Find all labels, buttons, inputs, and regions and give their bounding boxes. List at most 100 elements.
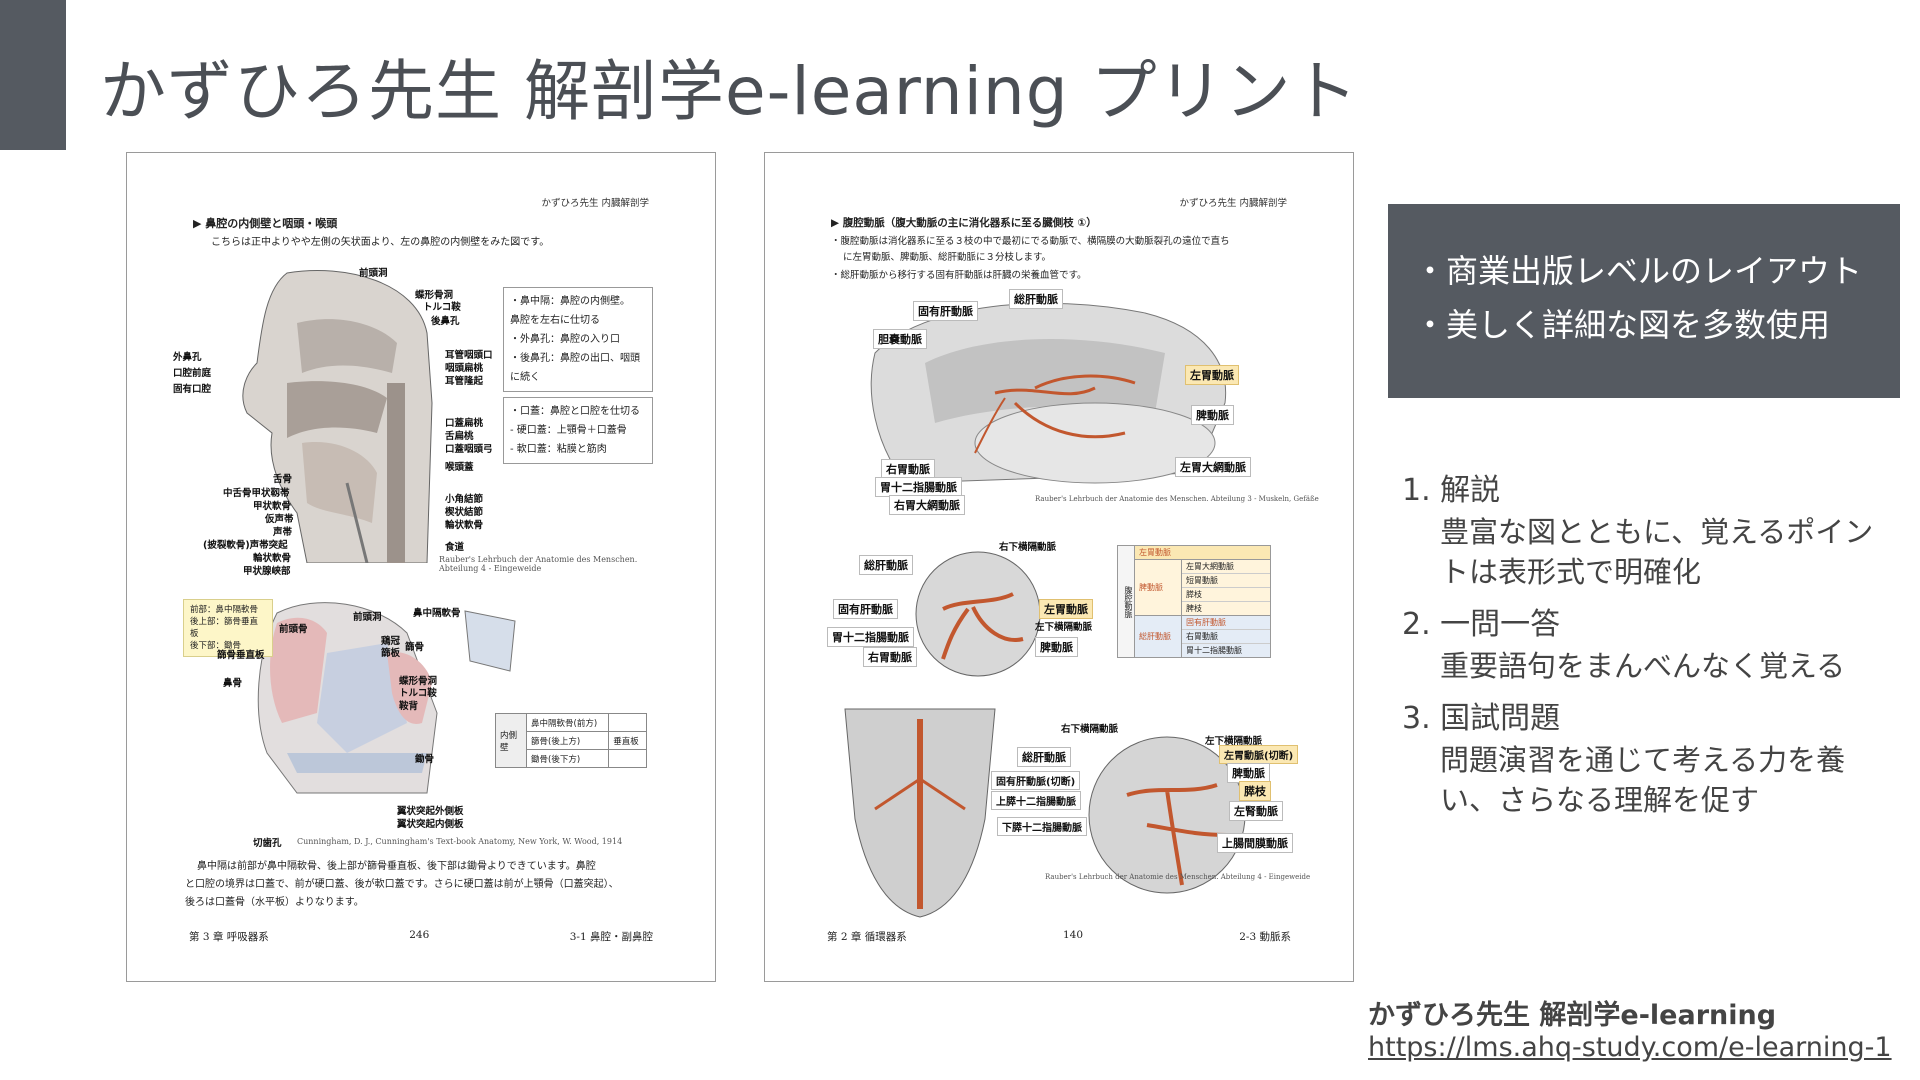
label-vocal-process: (披裂軟骨)声帯突起 (203, 540, 288, 551)
list-item-exam: 3. 国試問題 問題演習を通じて考える力を養 い、さらなる理解を促す (1402, 698, 1902, 820)
table-cell (608, 713, 647, 732)
callout-line: ・外鼻孔：鼻腔の入り口 (510, 334, 620, 345)
feature-highlight-box: ・商業出版レベルのレイアウト ・美しく詳細な図を多数使用 (1388, 204, 1900, 398)
figure-credit: Rauber's Lehrbuch der Anatomie des Mensc… (1035, 495, 1319, 503)
list-item-body: 豊富な図とともに、覚えるポイン (1440, 515, 1874, 549)
bullet-line: に左胃動脈、脾動脈、総肝動脈に３分枝します。 (843, 252, 1052, 263)
intro-text: こちらは正中よりやや左側の矢状面より、左の鼻腔の内側壁をみた図です。 (211, 237, 550, 248)
tag-superior-pancreaticoduodenal: 上膵十二指腸動脈 (991, 791, 1081, 810)
slide-title: かずひろ先生 解剖学e-learning プリント (100, 53, 1359, 130)
footer-chapter: 第 3 章 呼吸器系 (189, 931, 269, 943)
label-nostril: 外鼻孔 (173, 352, 202, 363)
callout-line: に続く (510, 372, 540, 383)
label-medial-pterygoid: 翼状突起内側板 (397, 819, 464, 830)
list-item-body: い、さらなる理解を促す (1440, 783, 1760, 817)
table-item: 脾枝 (1186, 604, 1202, 613)
label-perpendicular-plate: 篩骨垂直板 (217, 650, 265, 661)
label-dorsum-sellae: 鞍背 (399, 701, 419, 712)
tag-splenic-3: 脾動脈 (1227, 763, 1270, 783)
page-footer: 第 2 章 循環器系 140 2-3 動脈系 (827, 929, 1291, 944)
table-cell: 篩骨(後上方) (525, 731, 610, 750)
tag-left-renal: 左腎動脈 (1229, 801, 1283, 821)
table-item: 左胃大網動脈 (1182, 560, 1270, 574)
tag-common-hepatic-3: 総肝動脈 (1017, 747, 1071, 767)
label-cuneiform-tubercle: 楔状結節 (445, 507, 484, 518)
corner-accent-block (0, 0, 66, 150)
label-pharyngeal-tonsil: 咽頭扁桃 (445, 363, 484, 374)
label-frontal-sinus-2: 前頭洞 (353, 612, 382, 623)
bullet-line: ・腹腔動脈は消化器系に至る３枝の中で最初にでる動脈で、横隔膜の大動脈裂孔の遠位で… (831, 236, 1230, 247)
sticky-note-septum: 前部：鼻中隔軟骨 後上部：篩骨垂直板 後下部：鋤骨 (183, 599, 273, 657)
label-right-inferior-phrenic-2: 右下横隔動脈 (1061, 724, 1119, 735)
tag-splenic: 脾動脈 (1191, 405, 1234, 425)
label-lateral-pterygoid: 翼状突起外側板 (397, 806, 464, 817)
table-cell: 垂直板 (608, 731, 647, 750)
label-thyrohyoid-ligament: 中舌骨甲状靱帯 (223, 488, 290, 499)
footer-url-link[interactable]: https://lms.ahq-study.com/e-learning-1 (1368, 1032, 1892, 1063)
list-item-explanation: 1. 解説 豊富な図とともに、覚えるポイン トは表形式で明確化 (1402, 470, 1902, 592)
credit-line: Abteilung 4 - Eingeweide (439, 564, 542, 573)
figure-credit-2: Rauber's Lehrbuch der Anatomie des Mensc… (1045, 873, 1311, 881)
figure-credit: Rauber's Lehrbuch der Anatomie des Mensc… (439, 555, 637, 573)
tag-gastroduodenal-2: 胃十二指腸動脈 (827, 627, 914, 647)
list-item-title: 1. 解説 (1402, 473, 1501, 508)
callout-line: ・後鼻孔：鼻腔の出口、咽頭 (510, 353, 640, 364)
page-header: かずひろ先生 内臓解剖学 (541, 198, 649, 209)
label-cribriform-plate: 篩板 (381, 648, 401, 659)
footer-page-number: 246 (409, 929, 430, 941)
table-head: 左胃動脈 (1135, 546, 1270, 560)
list-item-qa: 2. 一問一答 重要語句をまんべんなく覚える (1402, 604, 1902, 686)
content-list: 1. 解説 豊富な図とともに、覚えるポイン トは表形式で明確化 2. 一問一答 … (1402, 470, 1902, 832)
abdominal-torso-illustration (844, 708, 996, 918)
sticky-line: 後下部：鋤骨 (190, 641, 242, 651)
tag-left-gastric-2: 左胃動脈 (1039, 599, 1093, 619)
tag-common-hepatic: 総肝動脈 (1009, 289, 1063, 309)
label-sella-turcica: トルコ鞍 (423, 302, 461, 313)
tag-left-gastroepiploic: 左胃大網動脈 (1175, 457, 1251, 477)
list-item-title: 2. 一問一答 (1402, 607, 1561, 642)
table-root: 腹腔動脈 (1118, 546, 1135, 657)
table-cell (608, 749, 647, 768)
label-right-inferior-phrenic: 右下横隔動脈 (999, 542, 1057, 553)
label-palatine-tonsil: 口蓋扁桃 (445, 418, 484, 429)
label-epiglottis: 喉頭蓋 (445, 462, 474, 473)
callout-line: 鼻腔を左右に仕切る (510, 315, 600, 326)
table-item: 短胃動脈 (1182, 574, 1270, 588)
label-sella-turcica-2: トルコ鞍 (399, 688, 437, 699)
label-palatopharyngeal-arch: 口蓋咽頭弓 (445, 444, 493, 455)
table-cell: 鼻中隔軟骨(前方) (525, 713, 610, 732)
feature-item-illustrations: ・美しく詳細な図を多数使用 (1414, 306, 1831, 344)
celiac-trunk-inset (915, 551, 1041, 677)
label-frontal-bone: 前頭骨 (279, 624, 308, 635)
label-tubal-orifice: 耳管咽頭口 (445, 350, 493, 361)
tag-inferior-pancreaticoduodenal: 下膵十二指腸動脈 (997, 817, 1087, 836)
label-cricoid-cartilage: 輪状軟骨 (253, 553, 292, 564)
page-footer: 第 3 章 呼吸器系 246 3-1 鼻腔・副鼻腔 (189, 929, 653, 944)
label-thyroid-cartilage: 甲状軟骨 (253, 501, 292, 512)
tag-proper-hepatic-2: 固有肝動脈 (833, 599, 898, 619)
sticky-line: 後上部：篩骨垂直板 (190, 617, 259, 639)
section-heading: ▶ 腹腔動脈（腹大動脈の主に消化器系に至る臓側枝 ①） (831, 217, 1097, 229)
table-group: 脾動脈 (1135, 560, 1182, 615)
label-sphenoid-sinus-2: 蝶形骨洞 (399, 676, 438, 687)
label-vomer: 鋤骨 (415, 754, 435, 765)
list-item-body: 問題演習を通じて考える力を養 (1440, 743, 1846, 777)
label-crista-galli: 鶏冠 (381, 636, 401, 647)
table-group: 総肝動脈 (1135, 616, 1182, 657)
body-paragraph-line: 鼻中隔は前部が鼻中隔軟骨、後上部が篩骨垂直板、後下部は鋤骨よりできています。鼻腔 (197, 861, 596, 872)
label-torus-tubarius: 耳管隆起 (445, 376, 484, 387)
label-ethmoid: 篩骨 (405, 642, 425, 653)
body-paragraph-line: と口腔の境界は口蓋で、前が硬口蓋、後が軟口蓋です。さらに硬口蓋は前が上顎骨（口蓋… (185, 879, 619, 890)
label-cricoid-cartilage-2: 輪状軟骨 (445, 520, 484, 531)
tag-left-gastric-cut: 左胃動脈(切断) (1219, 745, 1299, 764)
label-false-vocal-cord: 仮声帯 (265, 514, 294, 525)
table-cell: 内側壁 (495, 713, 527, 768)
body-paragraph-line: 後ろは口蓋骨（水平板）よりなります。 (185, 897, 364, 908)
tag-right-gastroepiploic: 右胃大網動脈 (889, 495, 965, 515)
label-corniculate-tubercle: 小角結節 (445, 494, 484, 505)
label-sphenoid-sinus: 蝶形骨洞 (415, 290, 454, 301)
table-item: 右胃動脈 (1182, 630, 1270, 644)
label-left-inferior-phrenic-2: 左下横隔動脈 (1205, 736, 1263, 747)
tag-left-gastric: 左胃動脈 (1185, 365, 1239, 385)
figure-credit-2: Cunningham, D. J., Cunningham's Text-boo… (297, 837, 623, 846)
